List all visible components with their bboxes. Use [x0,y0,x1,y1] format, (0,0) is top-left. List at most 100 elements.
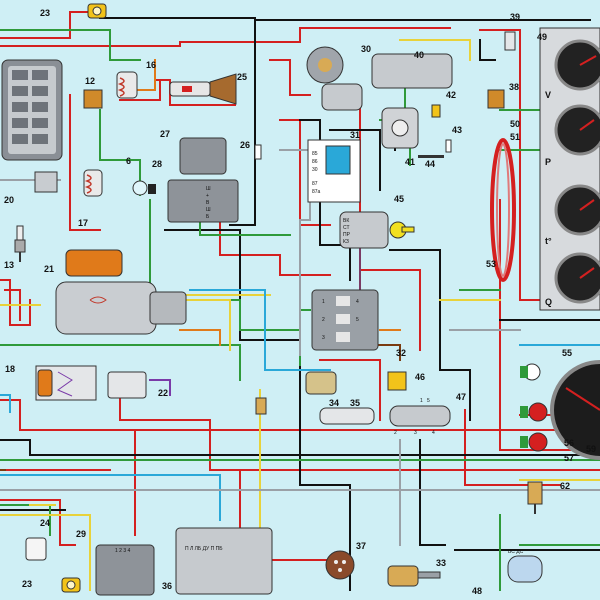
svg-text:1: 1 [420,398,423,404]
svg-text:+: + [206,193,209,199]
svg-text:P: P [545,157,551,167]
voltage-regulator-28: Ш + В Ш Б [167,179,239,223]
warning-lamp-icon [132,180,156,196]
svg-text:57: 57 [564,453,574,463]
wiper-motor-icon [306,46,363,111]
svg-text:П Л ЛБ ДУ П ПБ: П Л ЛБ ДУ П ПБ [185,546,223,552]
svg-text:87: 87 [312,181,318,187]
svg-text:4: 4 [356,299,359,305]
svg-text:36: 36 [162,581,172,591]
svg-text:55: 55 [562,348,572,358]
ignition-switch-key-icon: ВК СТ ПР КЗ [339,211,415,249]
svg-text:47: 47 [456,392,466,402]
svg-text:В: В [206,200,210,206]
battery-fuse-block-icon [1,59,63,161]
svg-text:32: 32 [396,348,406,358]
svg-text:23: 23 [40,8,50,18]
svg-text:21: 21 [44,264,54,274]
commutator-22 [107,371,147,399]
svg-text:35: 35 [350,398,360,408]
svg-text:16: 16 [146,60,156,70]
instrument-panel: V P t° Q [539,27,600,311]
wire-bundle-clamp [490,138,516,282]
svg-text:V: V [545,90,551,100]
svg-text:56: 56 [564,438,574,448]
sensor-48: БС ДС [507,549,543,583]
coil-17 [83,169,103,197]
svg-text:20: 20 [4,195,14,205]
svg-text:40: 40 [414,50,424,60]
svg-text:48: 48 [472,586,482,596]
wires [0,11,600,591]
indicator-lamp-57 [520,432,548,452]
ignition-coil-icon [116,71,138,99]
svg-text:31: 31 [350,130,360,140]
svg-text:26: 26 [240,140,250,150]
svg-text:t°: t° [545,236,552,246]
relay-20 [34,171,58,193]
control-unit-36: П Л ЛБ ДУ П ПБ [175,527,273,595]
svg-text:33: 33 [436,558,446,568]
resistor-44 [418,155,444,158]
indicator-lamp-56 [520,402,548,422]
svg-text:Q: Q [545,297,552,307]
gauge-dial-icon [554,104,600,156]
svg-text:23: 23 [22,579,32,589]
lamp-23-top [87,3,107,19]
spark-plug-icon [14,225,26,262]
svg-text:42: 42 [446,90,456,100]
svg-text:85: 85 [312,151,318,157]
svg-text:29: 29 [76,529,86,539]
component-number-labels: 23 12 16 25 27 26 6 28 20 17 13 21 18 22… [4,8,596,596]
sensor-35 [255,397,375,425]
svg-text:12: 12 [85,76,95,86]
svg-text:18: 18 [5,364,15,374]
svg-text:4: 4 [432,430,435,436]
svg-text:3: 3 [322,335,325,341]
gauge-dial-icon [554,184,600,236]
svg-text:13: 13 [4,260,14,270]
svg-text:27: 27 [160,129,170,139]
svg-text:37: 37 [356,541,366,551]
horn-icon [169,73,237,105]
sensor-icon [527,481,543,514]
fuse-43 [445,139,452,153]
svg-text:БС ДС: БС ДС [508,549,524,555]
svg-text:КЗ: КЗ [343,239,349,245]
svg-text:39: 39 [510,12,520,22]
speedometer-icon [550,360,600,460]
unit-27 [179,137,227,175]
relay-38 [487,89,505,109]
svg-text:Ш: Ш [206,186,211,192]
switch-42 [431,104,441,118]
svg-text:62: 62 [560,481,570,491]
svg-text:43: 43 [452,125,462,135]
svg-text:22: 22 [158,388,168,398]
switch-24 [25,537,47,561]
svg-text:Ш: Ш [206,207,211,213]
svg-text:51: 51 [510,132,520,142]
svg-text:ВК: ВК [343,218,349,224]
svg-text:49: 49 [537,32,547,42]
svg-text:Б: Б [206,214,210,220]
starter-motor-icon [55,249,187,335]
svg-text:46: 46 [415,372,425,382]
svg-text:17: 17 [78,218,88,228]
svg-text:87a: 87a [312,189,321,195]
svg-text:2: 2 [322,317,325,323]
svg-text:86: 86 [312,159,318,165]
motor-41 [381,107,419,149]
svg-text:30: 30 [312,167,318,173]
svg-text:СТ: СТ [343,225,350,231]
relay-12 [83,89,103,109]
switch-46 [387,371,407,391]
sensor-39 [504,31,516,51]
svg-text:50: 50 [510,119,520,129]
svg-text:59: 59 [586,444,596,454]
relay-block-32: 1 2 3 4 5 [311,289,379,351]
svg-text:45: 45 [394,194,404,204]
motor-40 [371,53,453,89]
svg-text:25: 25 [237,72,247,82]
